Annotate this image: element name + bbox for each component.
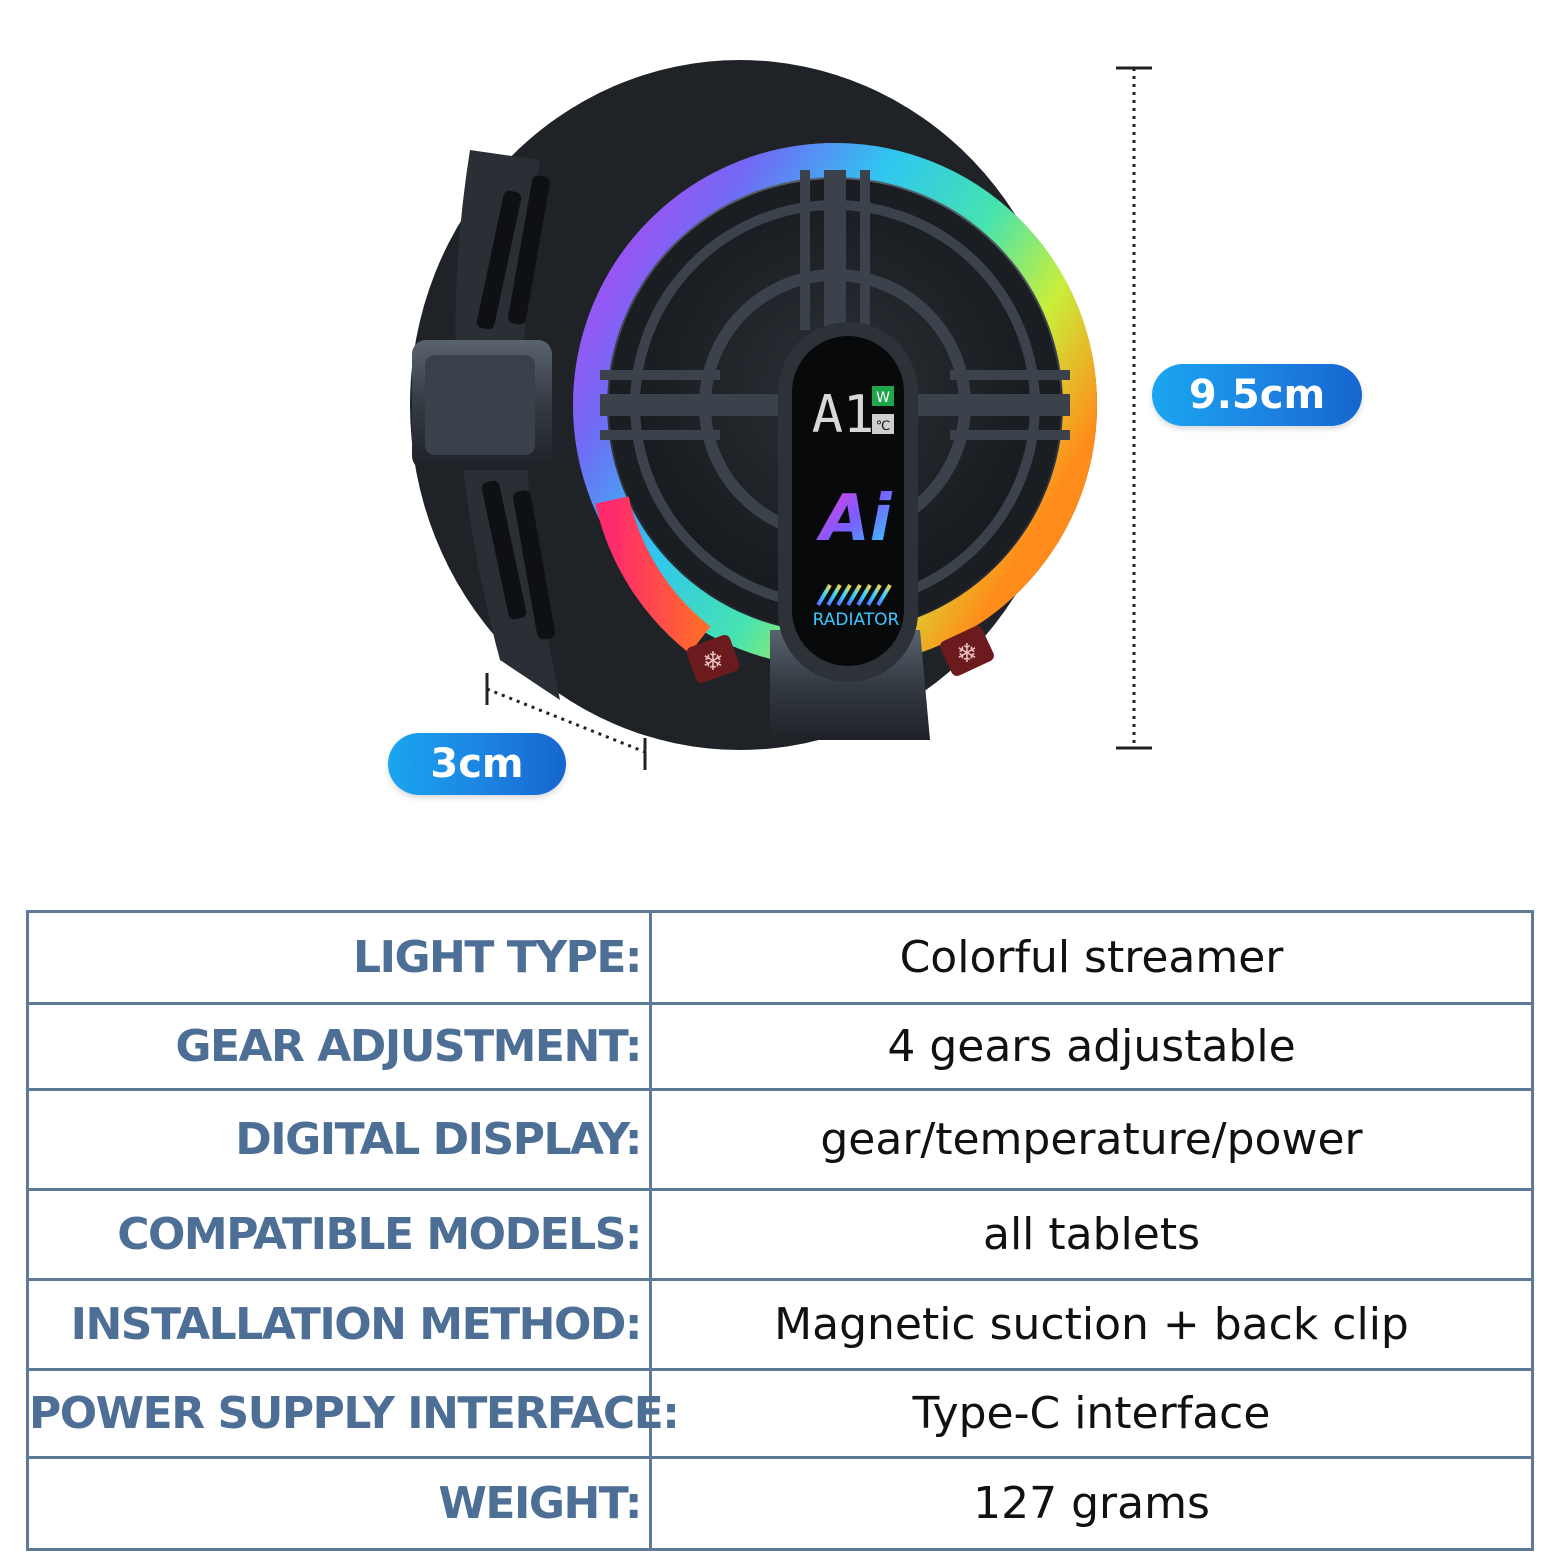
- spec-label: WEIGHT:: [26, 1456, 652, 1551]
- snowflake-icon: ❄: [686, 634, 740, 684]
- side-vents: [476, 175, 555, 640]
- display-unit-watt: W: [876, 390, 890, 406]
- spec-value: all tablets: [649, 1188, 1534, 1281]
- table-row: COMPATIBLE MODELS: all tablets: [26, 1188, 1534, 1281]
- display-segment-readout: A1: [812, 385, 875, 445]
- spec-label: DIGITAL DISPLAY:: [26, 1088, 652, 1191]
- spec-table: LIGHT TYPE: Colorful streamer GEAR ADJUS…: [26, 910, 1534, 1551]
- snowflake-icon: ❄: [940, 626, 994, 676]
- spec-label: POWER SUPPLY INTERFACE:: [26, 1368, 680, 1459]
- svg-text:❄: ❄: [702, 647, 724, 677]
- depth-dimension-line: [485, 673, 647, 770]
- height-dimension-line: [1116, 66, 1152, 750]
- spec-value: Type-C interface: [649, 1368, 1534, 1459]
- spec-value: Magnetic suction + back clip: [649, 1278, 1534, 1371]
- height-dimension-badge: 9.5cm: [1152, 364, 1362, 426]
- spec-label: GEAR ADJUSTMENT:: [26, 1002, 652, 1091]
- display-unit-celsius: ℃: [876, 419, 891, 434]
- ai-logo: Ai: [815, 482, 893, 556]
- table-row: POWER SUPPLY INTERFACE: Type-C interface: [26, 1368, 1534, 1459]
- table-row: WEIGHT: 127 grams: [26, 1456, 1534, 1551]
- depth-dimension-badge: 3cm: [388, 733, 566, 795]
- spec-label: LIGHT TYPE:: [26, 910, 652, 1005]
- product-illustration: A1 W ℃ Ai RADIATOR ❄ ❄: [410, 60, 1152, 770]
- spec-value: gear/temperature/power: [649, 1088, 1534, 1191]
- table-row: LIGHT TYPE: Colorful streamer: [26, 910, 1534, 1005]
- spec-label: INSTALLATION METHOD:: [26, 1278, 652, 1371]
- radiator-stripes: [816, 583, 892, 607]
- svg-text:❄: ❄: [956, 639, 978, 669]
- spec-value: 4 gears adjustable: [649, 1002, 1534, 1091]
- spec-label: COMPATIBLE MODELS:: [26, 1188, 652, 1281]
- radiator-brand: RADIATOR: [813, 610, 900, 630]
- table-row: DIGITAL DISPLAY: gear/temperature/power: [26, 1088, 1534, 1191]
- table-row: GEAR ADJUSTMENT: 4 gears adjustable: [26, 1002, 1534, 1091]
- table-row: INSTALLATION METHOD: Magnetic suction + …: [26, 1278, 1534, 1371]
- spec-value: Colorful streamer: [649, 910, 1534, 1005]
- display-panel: A1 W ℃ Ai RADIATOR: [778, 322, 918, 682]
- spec-value: 127 grams: [649, 1456, 1534, 1551]
